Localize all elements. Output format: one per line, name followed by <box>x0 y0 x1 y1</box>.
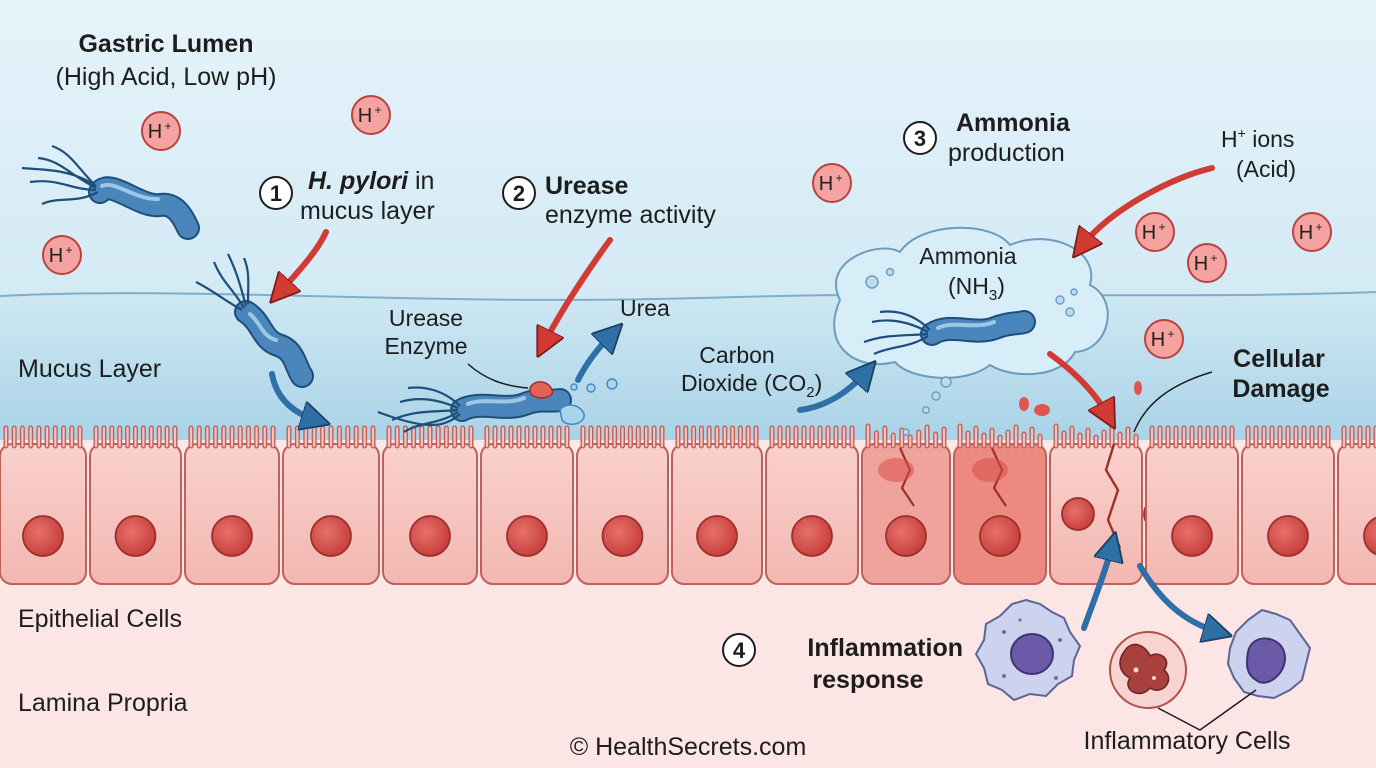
h-ions-label-2: (Acid) <box>1236 156 1296 182</box>
arrow-h-ions-red <box>1082 165 1215 246</box>
step-1-title: H. pylori in <box>308 167 434 195</box>
co2-label-2: Dioxide (CO2) <box>681 370 822 401</box>
arrow-urea-blue <box>575 334 612 383</box>
epithelial-cell <box>0 425 87 585</box>
copyright-notice: © HealthSecrets.com <box>570 733 807 761</box>
epithelial-cell <box>1145 425 1239 585</box>
neutrophil-cell <box>1109 631 1187 709</box>
epithelial-cell <box>1241 425 1335 585</box>
co2-label-1: Carbon <box>699 342 774 368</box>
h-pylori-bacterium-entering <box>195 253 314 388</box>
svg-text:H: H <box>49 245 63 267</box>
svg-text:2: 2 <box>513 181 525 206</box>
svg-text:H: H <box>358 105 372 127</box>
step-4-marker: 4 <box>722 633 756 667</box>
svg-text:+: + <box>65 243 72 257</box>
hydrogen-ion: H+ <box>141 111 181 151</box>
epithelial-cells-label: Epithelial Cells <box>18 605 182 633</box>
epithelial-cell <box>953 423 1047 585</box>
ammonia-cloud-label-2: (NH3) <box>948 273 1005 304</box>
svg-text:3: 3 <box>914 126 926 151</box>
svg-text:+: + <box>1315 220 1322 234</box>
h-pylori-bacterium-urease <box>377 378 618 433</box>
arrow-inflammation-down-blue <box>1137 563 1218 632</box>
svg-text:+: + <box>1210 251 1217 265</box>
svg-text:H: H <box>819 173 833 195</box>
step-4-subtitle: response <box>812 666 923 694</box>
svg-text:H: H <box>1299 222 1313 244</box>
step-3-marker: 3 <box>903 121 937 155</box>
macrophage-cell <box>974 598 1082 702</box>
svg-text:+: + <box>1167 327 1174 341</box>
arrow-step1-red <box>280 229 329 292</box>
inflammatory-cells-label: Inflammatory Cells <box>1084 727 1291 755</box>
epithelial-cell-row <box>0 423 1376 585</box>
svg-text:+: + <box>1158 220 1165 234</box>
ammonia-cloud-label-1: Ammonia <box>919 243 1016 269</box>
h-ions-label-1: H+ ions <box>1221 125 1294 152</box>
epithelial-cell <box>382 425 478 585</box>
step-2-title: Urease <box>545 172 628 200</box>
epithelial-cell <box>89 425 182 585</box>
step-3-title: Ammonia <box>956 109 1071 137</box>
svg-text:H: H <box>1142 222 1156 244</box>
hydrogen-ion: H+ <box>1135 212 1175 252</box>
mucus-surface-line <box>0 291 1376 301</box>
hydrogen-ion-group: H+H+H+H+H+H+H+H+ <box>42 95 1332 359</box>
step-3-subtitle: production <box>948 139 1065 167</box>
arrow-co2-blue <box>797 372 866 413</box>
mucus-layer-region <box>0 292 1376 440</box>
hydrogen-ion: H+ <box>1292 212 1332 252</box>
epithelial-cell <box>1337 425 1376 585</box>
epithelial-cell <box>480 425 574 585</box>
lymphocyte-cell <box>1226 608 1312 700</box>
gastric-lumen-subtitle: (High Acid, Low pH) <box>56 63 277 91</box>
urease-enzyme-label-2: Enzyme <box>384 333 467 359</box>
svg-text:H: H <box>148 121 162 143</box>
hydrogen-ion: H+ <box>812 163 852 203</box>
epithelial-cell <box>765 425 859 585</box>
step-2-marker: 2 <box>502 176 536 210</box>
svg-text:H: H <box>1151 329 1165 351</box>
lamina-propria-label: Lamina Propria <box>18 689 188 717</box>
step-1-marker: 1 <box>259 176 293 210</box>
h-pylori-bacterium-free <box>21 144 200 240</box>
hydrogen-ion: H+ <box>351 95 391 135</box>
process-arrows <box>269 165 1218 632</box>
urea-label: Urea <box>620 295 670 321</box>
arrow-inflammation-up-blue <box>1081 546 1112 631</box>
svg-text:1: 1 <box>270 181 282 206</box>
svg-text:+: + <box>835 171 842 185</box>
cellular-damage-label-1: Cellular <box>1233 345 1325 373</box>
step-2-subtitle: enzyme activity <box>545 201 716 229</box>
epithelial-cell <box>671 425 763 585</box>
epithelial-cell <box>282 425 380 585</box>
urease-enzyme-label-1: Urease <box>389 305 463 331</box>
arrow-bacterium-descend-blue <box>269 371 316 420</box>
gastric-lumen-title: Gastric Lumen <box>78 30 253 58</box>
svg-text:+: + <box>164 119 171 133</box>
cell-debris <box>1019 381 1142 416</box>
inflammatory-cells-pointer-lines <box>1157 689 1257 731</box>
hydrogen-ion: H+ <box>1144 319 1184 359</box>
cellular-damage-label-2: Damage <box>1232 375 1329 403</box>
epithelial-cell <box>576 425 669 585</box>
cellular-damage-pointer-line <box>1133 371 1213 433</box>
svg-text:H: H <box>1194 253 1208 275</box>
mucus-layer-label: Mucus Layer <box>18 355 161 383</box>
step-4-title: Inflammation <box>807 634 963 662</box>
step-1-subtitle: mucus layer <box>300 197 435 225</box>
ammonia-cloud <box>833 226 1109 436</box>
arrow-ammonia-damage-red <box>1047 351 1108 416</box>
svg-text:+: + <box>374 103 381 117</box>
urease-pointer-line <box>467 363 529 389</box>
svg-text:4: 4 <box>733 638 746 663</box>
hydrogen-ion: H+ <box>1187 243 1227 283</box>
epithelial-cell <box>184 425 280 585</box>
hydrogen-ion: H+ <box>42 235 82 275</box>
arrow-step2-red <box>544 237 613 344</box>
epithelial-cell <box>861 423 951 585</box>
